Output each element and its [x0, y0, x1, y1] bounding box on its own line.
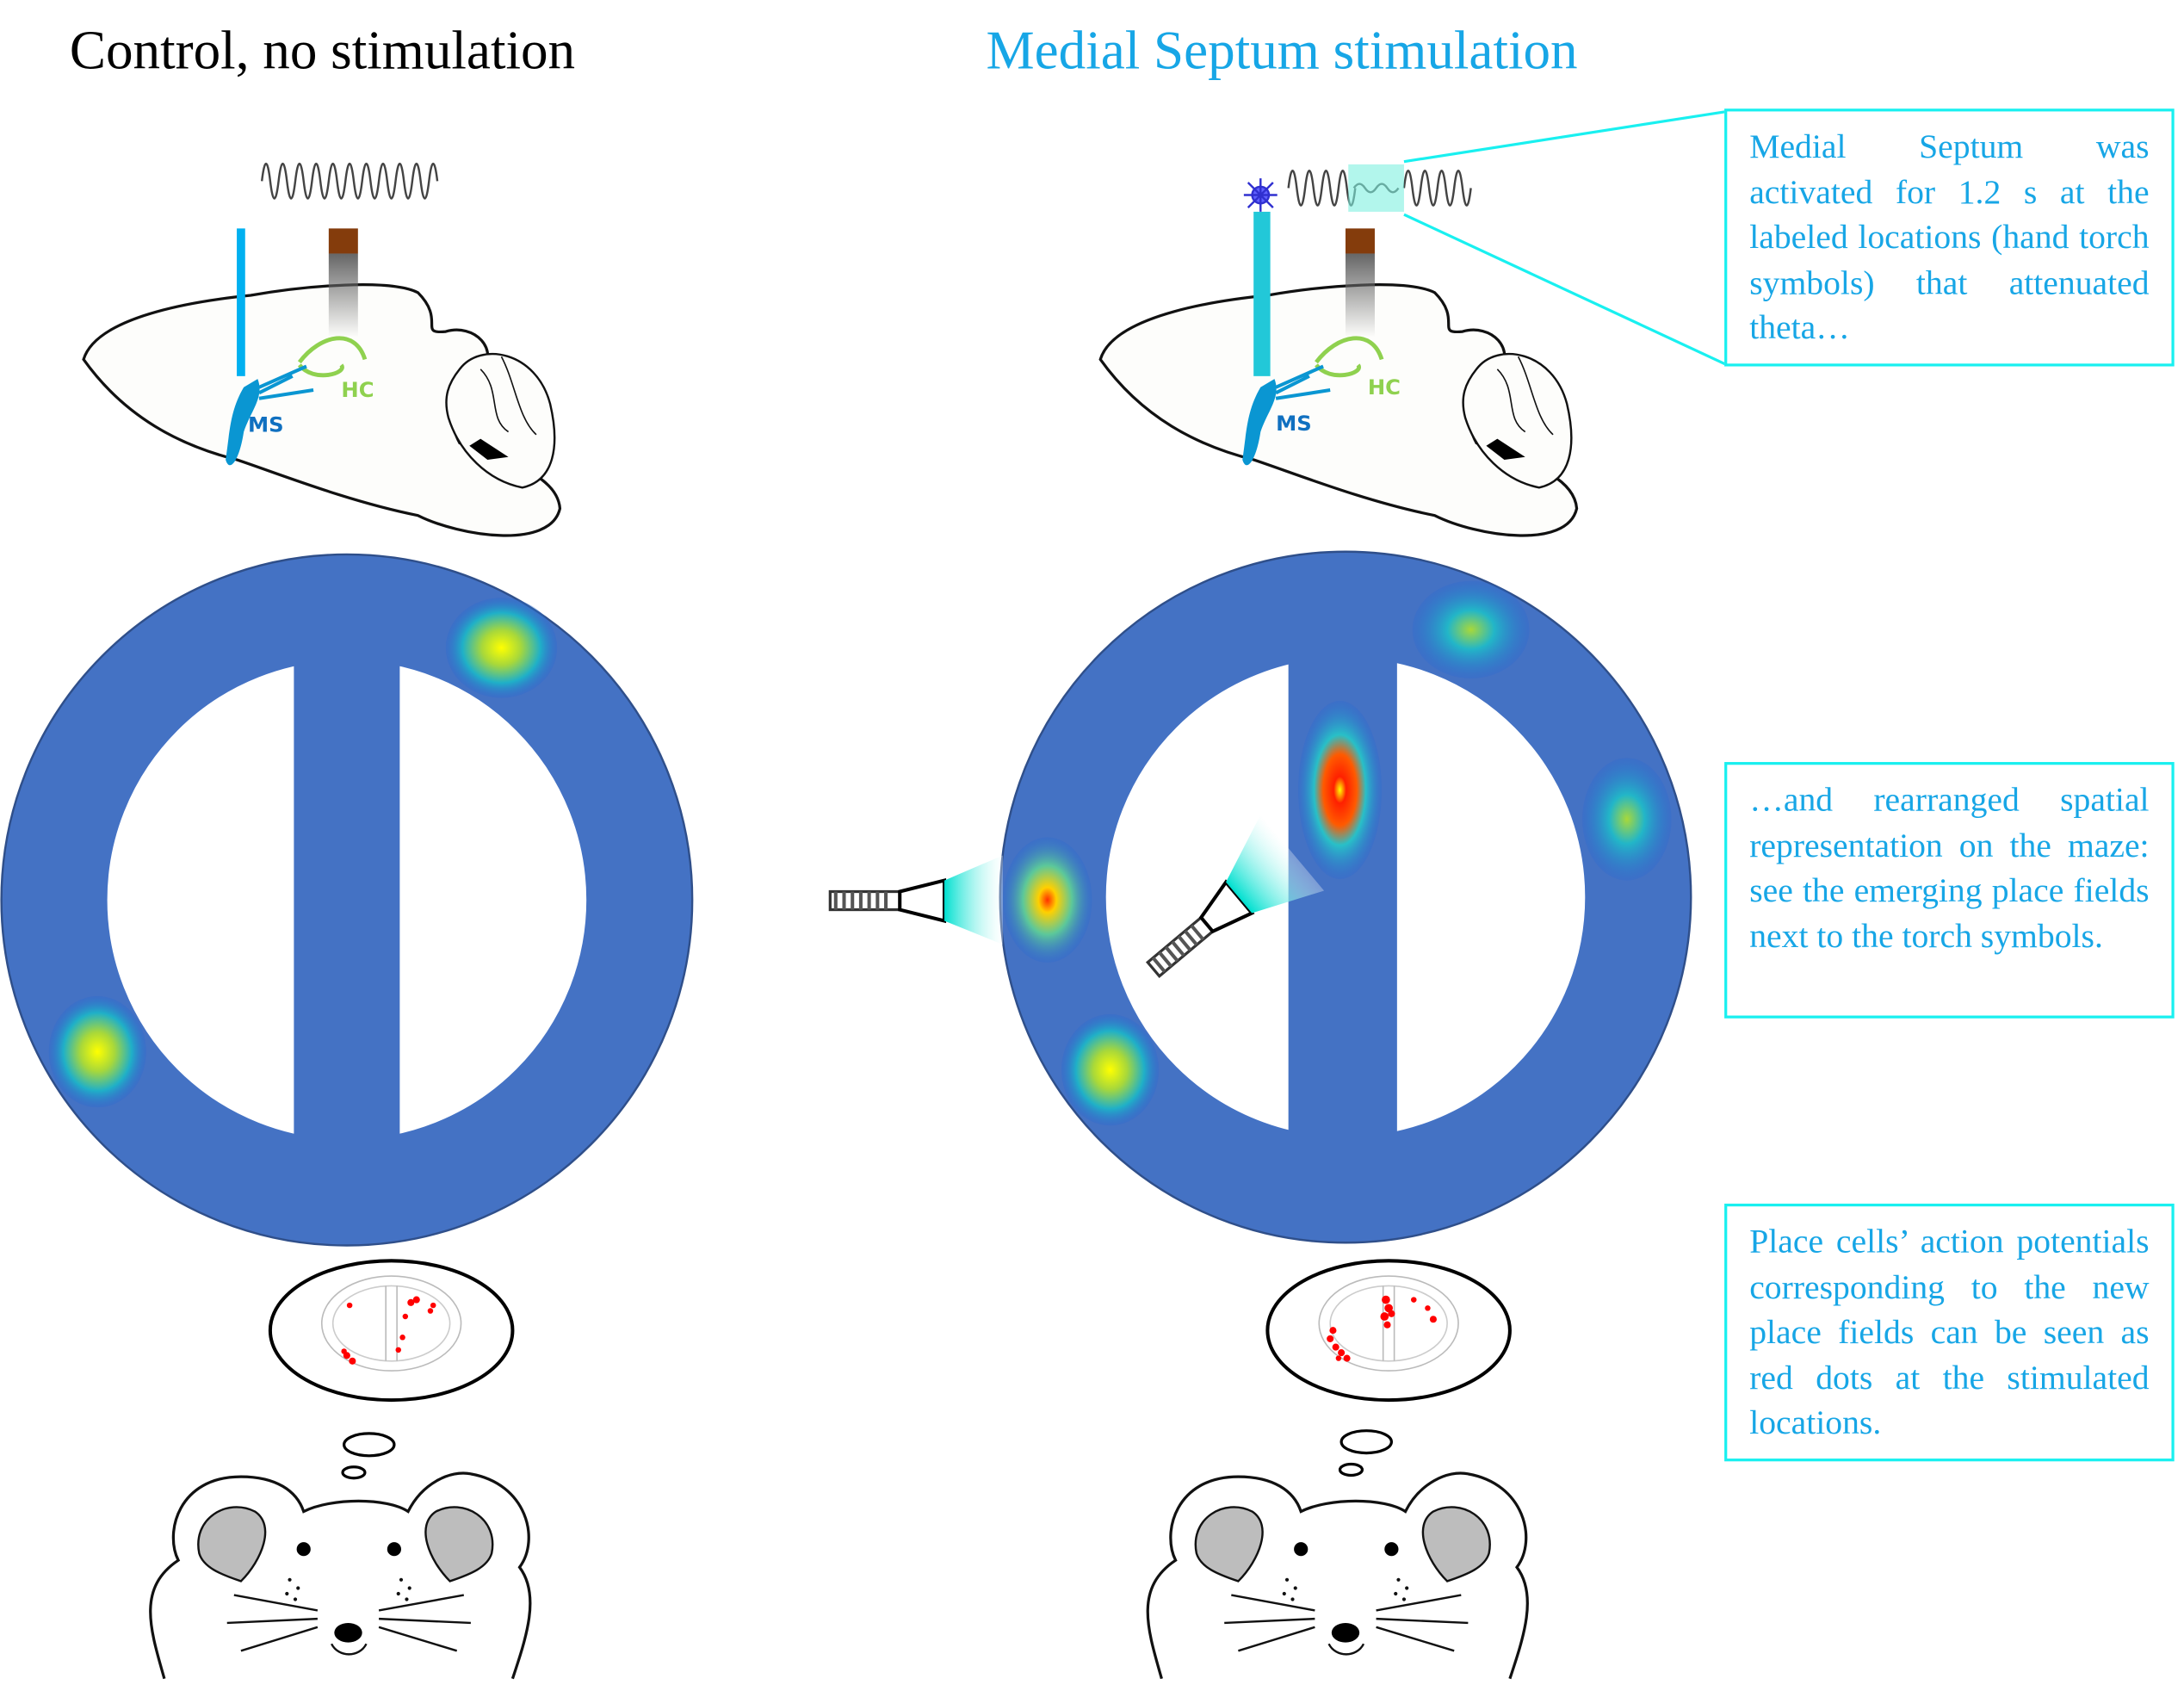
mouse-face-icon — [1146, 1471, 1529, 1681]
annotation-box-place-cells: Place cells’ action potentials correspon… — [1724, 1203, 2175, 1462]
maze-stimulation — [999, 550, 1692, 1244]
place-field — [1061, 1013, 1160, 1126]
stimulation-panel: MS HC — [828, 109, 1729, 1681]
annotation-box-activation: Medial Septum was activated for 1.2 s at… — [1724, 108, 2175, 367]
place-field — [48, 995, 146, 1108]
thought-bubble-icon — [1338, 1429, 1394, 1477]
place-field — [1412, 580, 1530, 678]
place-field — [1297, 700, 1383, 879]
ms-label: MS — [248, 412, 284, 437]
electrode-icon — [1345, 228, 1375, 254]
place-field — [1582, 758, 1672, 881]
annotation-box-rearrangement: …and rearranged spatial representation o… — [1724, 762, 2175, 1019]
laser-icon — [1243, 178, 1278, 212]
brain-sagittal-icon — [1098, 283, 1579, 537]
maze-control — [0, 553, 694, 1247]
ms-label: MS — [1276, 411, 1312, 436]
place-field — [1002, 837, 1092, 963]
electrode-icon — [328, 228, 358, 254]
spike-plot-control — [270, 1261, 513, 1400]
torch-icon — [1145, 815, 1325, 979]
hc-label: HC — [1368, 375, 1401, 400]
brain-sagittal-icon — [82, 283, 562, 537]
hc-label: HC — [341, 377, 374, 402]
control-panel: MS HC — [0, 162, 694, 1681]
place-field — [445, 598, 558, 698]
mouse-face-icon — [149, 1471, 532, 1681]
thought-bubble-icon — [341, 1432, 396, 1480]
optic-fiber-icon — [1253, 211, 1271, 376]
title-stimulation: Medial Septum stimulation — [986, 21, 1578, 81]
spike-plot-stimulation — [1267, 1261, 1510, 1400]
theta-wave-icon — [260, 162, 439, 200]
title-control: Control, no stimulation — [69, 21, 576, 81]
optic-fiber-icon — [237, 228, 245, 376]
torch-icon — [828, 855, 1003, 945]
